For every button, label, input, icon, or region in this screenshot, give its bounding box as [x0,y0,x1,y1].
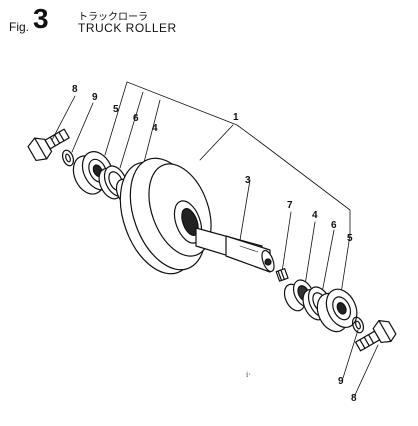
leader-5-top [104,81,128,156]
leader-8-top [51,95,76,141]
leader-lines [51,81,379,396]
collar-bottom [316,288,358,333]
callout-5-bottom: 5 [347,233,353,244]
callout-5-top: 5 [113,104,119,115]
leader-7 [281,211,292,273]
leader-5-bottom [339,234,351,301]
callout-6-top: 6 [133,113,139,124]
callout-4-bottom: 4 [312,210,318,221]
leader-3 [239,179,251,241]
callout-4-top: 4 [152,123,158,134]
leader-4-bottom [304,221,316,286]
figure-title-japanese: トラックローラ [78,12,148,23]
leader-6-top [119,91,144,169]
leader-8-bottom [354,344,379,396]
callout-8-bottom: 8 [351,393,357,404]
washer-bottom [351,316,365,334]
leader-9-top [71,102,94,153]
stray-mark: i· [246,370,251,379]
leader-1 [199,124,234,161]
washer-top [61,149,75,167]
figure-prefix: Fig. [9,20,30,34]
callout-1: 1 [233,112,239,123]
leader-9-bottom [342,329,359,379]
leader-bracket-top [126,81,261,143]
shaft [195,227,275,273]
callout-3: 3 [245,175,251,186]
leader-6-bottom [321,229,335,294]
callout-8-top: 8 [72,84,78,95]
roller-body [119,157,212,275]
leader-bracket-bottom [259,141,351,236]
bolt-top [27,128,70,162]
figure-title-english: TRUCK ROLLER [78,21,177,35]
bolt-bottom [354,320,397,352]
callout-9-bottom: 9 [338,376,344,387]
figure-number: 3 [33,3,49,34]
callout-6-bottom: 6 [331,220,337,231]
callout-9-top: 9 [92,92,98,103]
plug [275,268,289,282]
callout-7: 7 [287,200,293,211]
